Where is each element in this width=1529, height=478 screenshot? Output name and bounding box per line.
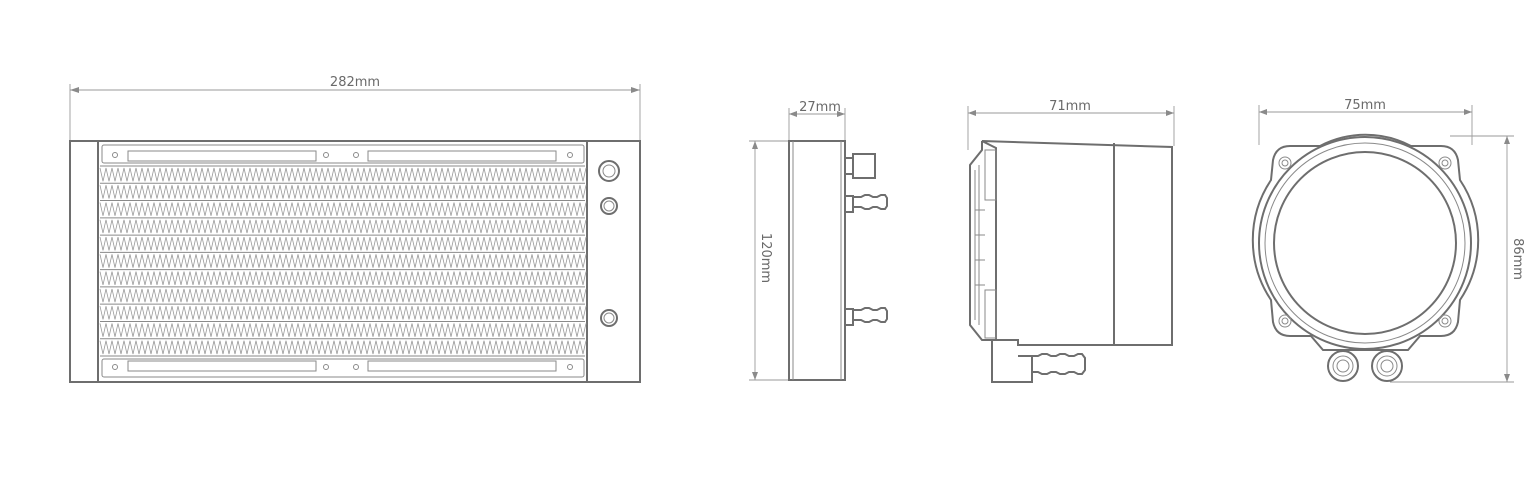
pump-fitting-right [1371, 350, 1403, 382]
pump-front-view: 75mm 86mm [1251, 98, 1525, 383]
pump-ring-inner [1264, 142, 1466, 344]
dimension-radiator-thickness: 27mm [788, 100, 846, 140]
label-pump-depth: 71mm [1049, 99, 1091, 114]
dimension-radiator-length: 282mm [69, 75, 641, 140]
label-radiator-height: 120mm [758, 233, 773, 283]
radiator-tank-fins [127, 150, 557, 372]
label-radiator-thickness: 27mm [799, 100, 841, 115]
radiator-bottom-tank [101, 358, 585, 378]
dimension-radiator-height: 120mm [749, 140, 788, 381]
dimension-pump-depth: 71mm [967, 99, 1175, 150]
radiator-top-tank [101, 144, 585, 164]
label-pump-width: 75mm [1344, 98, 1386, 113]
pump-outlet-elbow [991, 340, 1033, 383]
pump-mount-plate [969, 141, 996, 341]
barbed-fitting-upper [844, 194, 888, 213]
radiator-screw-holes [112, 152, 573, 370]
label-radiator-length: 282mm [330, 75, 380, 90]
fill-port [852, 153, 876, 179]
dimension-pump-height: 86mm [1390, 135, 1525, 383]
pump-mount-details [975, 149, 997, 339]
radiator-side-view: 27mm 120mm [749, 100, 888, 381]
pump-side-view: 71mm [967, 99, 1175, 383]
radiator-front-view: 282mm [69, 75, 641, 383]
pump-barbed-fitting [1031, 353, 1086, 375]
label-pump-height: 86mm [1510, 238, 1525, 280]
radiator-outline [69, 140, 641, 383]
radiator-fin-core [99, 165, 587, 357]
radiator-fittings [598, 160, 620, 327]
pump-cap [1273, 151, 1457, 335]
pump-body [981, 140, 1173, 346]
dimension-pump-width: 75mm [1258, 98, 1473, 145]
pump-mount-bracket [1251, 133, 1480, 351]
radiator-side-outline [788, 140, 846, 381]
pump-fitting-left [1327, 350, 1359, 382]
pump-mount-holes [1278, 156, 1452, 328]
pump-outer-ring [1258, 136, 1472, 350]
barbed-fitting-lower [844, 307, 888, 326]
